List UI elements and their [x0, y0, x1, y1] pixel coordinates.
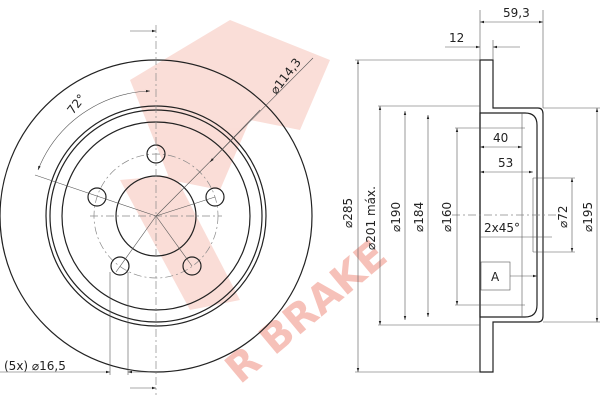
disc-section [479, 59, 544, 373]
angle-label: 72° [64, 91, 88, 116]
holes-label: (5x) ⌀16,5 [4, 359, 66, 373]
bolt-hole [87, 187, 107, 207]
watermark-r-shape [130, 20, 330, 190]
overall-height-label: 59,3 [503, 6, 530, 20]
diameter-72-label: ⌀72 [556, 206, 570, 229]
watermark-r-leg [120, 175, 240, 310]
chamfer-label: 2x45° [484, 221, 520, 235]
depth-40-label: 40 [493, 131, 508, 145]
datum-label: A [491, 270, 500, 284]
diameter-160-label: ⌀160 [440, 202, 454, 232]
bolt-hole [205, 187, 225, 207]
bolt-hole [182, 256, 202, 276]
side-view: 59,3 12 40 53 2x45° A ⌀285 ⌀201 máx. ⌀ [341, 6, 600, 373]
thickness-label: 12 [449, 31, 464, 45]
diameter-285-label: ⌀285 [341, 198, 355, 228]
diameter-195-label: ⌀195 [581, 202, 595, 232]
diameter-201-label: ⌀201 máx. [364, 186, 378, 250]
bolt-hole [110, 256, 130, 276]
depth-53-label: 53 [498, 156, 513, 170]
diameter-190-label: ⌀190 [389, 202, 403, 232]
diameter-184-label: ⌀184 [412, 202, 426, 232]
